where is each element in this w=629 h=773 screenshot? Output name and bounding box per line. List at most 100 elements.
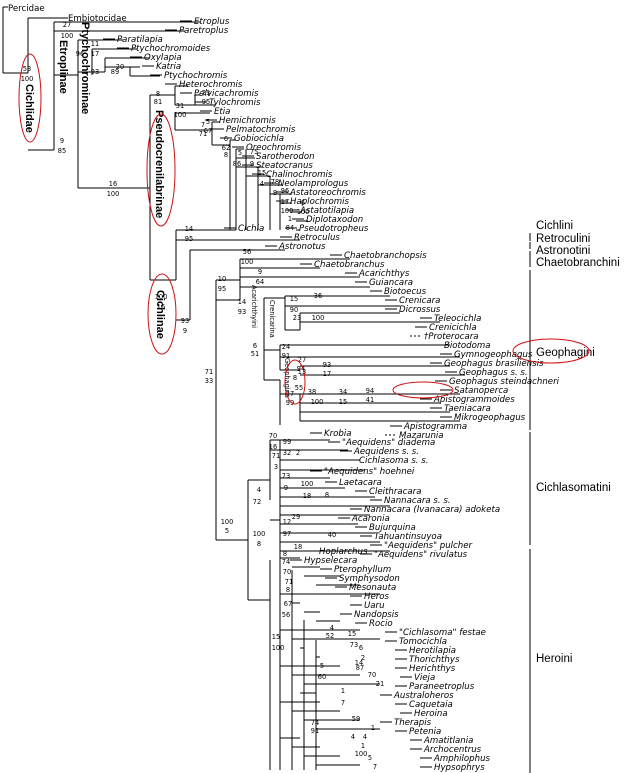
support-value: 55 (295, 384, 303, 392)
support-value: 8 (156, 90, 160, 98)
taxon-gymnogeophagus: Gymnogeophagus (454, 350, 533, 360)
support-value: 4 (363, 733, 367, 741)
taxon-mikrogeophagus: Mikrogeophagus (454, 413, 526, 423)
support-value: 15 (348, 630, 356, 638)
support-value: 86 (233, 160, 241, 168)
support-value: 9 (60, 137, 64, 145)
support-value: 72 (253, 498, 261, 506)
taxon-hemichromis: Hemichromis (219, 116, 276, 126)
support-value: 53 (23, 65, 31, 73)
taxon-heroina: Heroina (414, 709, 448, 719)
support-value: 91 (311, 727, 319, 735)
support-value: 94 (366, 387, 374, 395)
taxon-amatitlania: Amatitlania (423, 736, 473, 746)
support-value: 71 (272, 452, 280, 460)
taxon-bujurquina: Bujurquina (369, 523, 416, 533)
support-value: 89 (111, 68, 119, 76)
taxon-geophagus-s-s: Geophagus s. s. (459, 368, 528, 378)
support-value: 99 (283, 438, 291, 446)
support-value: 9 (250, 160, 254, 168)
support-value: 12 (283, 518, 291, 526)
taxon-nandopsis: Nandopsis (354, 610, 399, 620)
support-value: 13 (298, 368, 306, 376)
support-value: 9 (183, 327, 187, 335)
taxon-aequidens-rivulatus: "Aequidens" rivulatus (374, 550, 468, 560)
taxon-paratilapia: Paratilapia (117, 35, 163, 45)
taxon-crenicara: Crenicara (399, 296, 440, 306)
taxon-laetacara: Laetacara (339, 478, 382, 488)
support-value: 73 (350, 641, 358, 649)
support-value: 91 (282, 352, 290, 360)
support-value: 1 (371, 724, 375, 732)
taxon-pseudotropheus: Pseudotropheus (299, 224, 369, 234)
taxon-embiotocidae: Embiotocidae (68, 14, 127, 24)
support-value: 100 (297, 208, 310, 216)
taxon-heros: Heros (364, 592, 390, 602)
support-value: 18 (303, 492, 311, 500)
support-value: 7 (201, 121, 205, 129)
highlight-ellipse (18, 53, 42, 143)
taxon-pterophyllum: Pterophyllum (334, 565, 391, 575)
taxon-mazarunia: Mazarunia (399, 431, 444, 441)
taxon-steatocranus: Steatocranus (256, 161, 313, 171)
fossil-dashed-branches (385, 335, 422, 436)
support-value: 31 (176, 102, 184, 110)
support-value: 3 (274, 463, 278, 471)
support-value: 1 (288, 215, 292, 223)
taxon-gobiocichla: Gobiocichla (234, 134, 284, 144)
support-value: 100 (21, 75, 34, 83)
taxon-chalinochromis: Chalinochromis (266, 170, 333, 180)
taxon-nannacara-s-s: Nannacara s. s. (384, 496, 451, 506)
support-value: 100 (155, 293, 168, 301)
taxon-pelvicachromis: Pelvicachromis (194, 89, 259, 99)
support-value: 27 (298, 356, 306, 364)
support-value: 75 (250, 148, 258, 156)
clade-label-etroplinae: Etroplinae (57, 40, 69, 94)
taxon-satanoperca: Satanoperca (454, 386, 508, 396)
taxon-hypselecara: Hypselecara (304, 556, 357, 566)
support-value: 100 (355, 750, 368, 758)
support-value: 16 (109, 180, 117, 188)
support-value: 16 (157, 303, 165, 311)
support-value: 64 (256, 278, 264, 286)
support-value: 95 (218, 285, 226, 293)
support-value: 23 (202, 89, 210, 97)
taxon-geophagus-steindachneri: Geophagus steindachneri (449, 377, 560, 387)
support-value: 51 (251, 350, 259, 358)
taxon-nannacara-ivanacara-adoketa: Nannacara (Ivanacara) adoketa (364, 505, 500, 515)
support-value: 11 (91, 40, 99, 48)
support-value: 1 (341, 687, 345, 695)
taxon-katria: Katria (156, 62, 181, 72)
support-value: 15 (258, 169, 266, 177)
taxon-tomocichla: Tomocichla (399, 637, 447, 647)
support-value: 100 (301, 480, 314, 488)
support-value: 8 (286, 586, 290, 594)
support-value: 67 (284, 600, 292, 608)
support-value: 73 (282, 472, 290, 480)
taxon-percidae: Percidae (8, 4, 45, 14)
support-value: 70 (283, 568, 291, 576)
support-value: 71 (199, 130, 207, 138)
support-value: 95 (202, 98, 210, 106)
support-value: 6 (359, 644, 363, 652)
support-value: 16 (269, 443, 277, 451)
tribe-cichlini: Cichlini (536, 220, 573, 232)
support-value: 38 (308, 388, 316, 396)
clade-label-pseudocrenilabrinae: Pseudocrenilabrinae (153, 110, 165, 218)
support-value: 24 (282, 343, 290, 351)
highlight-ellipse (284, 359, 306, 405)
support-value: 18 (294, 543, 302, 551)
taxon-etia: Etia (214, 107, 230, 117)
taxon-thorichthys: Thorichthys (409, 655, 460, 665)
support-value: 15 (339, 398, 347, 406)
support-value: 10 (218, 275, 226, 283)
support-value: 96 (281, 187, 289, 195)
support-value: 8 (257, 540, 261, 548)
support-value: 99 (286, 399, 294, 407)
support-value: 34 (339, 388, 347, 396)
taxon-etroplus: Etroplus (194, 17, 230, 27)
support-value: 93 (181, 317, 189, 325)
taxon-apistogramma: Apistogramma (403, 422, 467, 432)
